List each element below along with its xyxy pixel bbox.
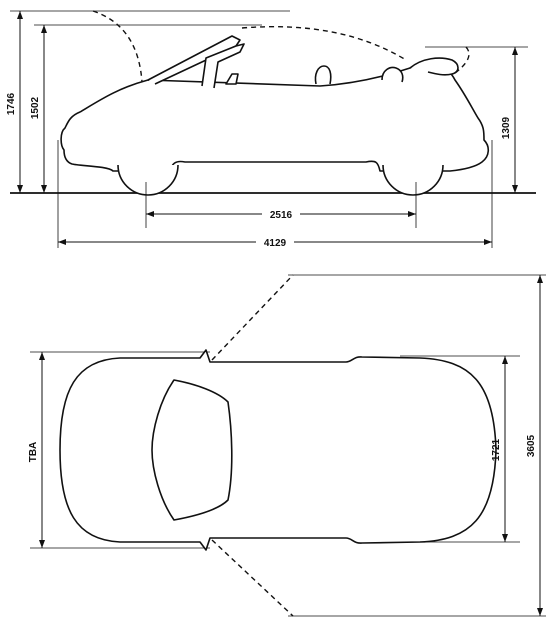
open-hood [147, 35, 241, 85]
front-wheel [117, 164, 179, 196]
dim-arrow-width-mirrors-bottom [39, 540, 45, 548]
dim-arrow-roof-height-bottom [41, 185, 47, 193]
dim-arrow-width-top [502, 356, 508, 364]
width-label: 1721 [491, 438, 502, 461]
dim-arrow-doors-open-bottom [537, 608, 543, 616]
seat-front [225, 73, 239, 85]
dim-arrow-wheelbase-left [146, 211, 154, 217]
windshield [151, 379, 233, 521]
rear-spoiler [409, 57, 459, 76]
dim-arrow-rear-height-bottom [512, 185, 518, 193]
dim-arrow-overall-height-top [17, 11, 23, 19]
side-view: 1746 1502 1309 2516 4129 [6, 10, 536, 249]
dim-arrow-overall-height-bottom [17, 185, 23, 193]
dim-arrow-doors-open-top [537, 275, 543, 283]
roof-open-arc [241, 25, 407, 61]
dim-arrow-roof-height-top [41, 25, 47, 33]
length-label-bg [256, 235, 294, 249]
dim-arrow-wheelbase-right [408, 211, 416, 217]
dim-arrow-width-bottom [502, 534, 508, 542]
dim-arrow-width-mirrors-top [39, 352, 45, 360]
door-open-line-lower [211, 539, 294, 617]
wheelbase-label-bg [262, 207, 300, 221]
rear-height-label: 1309 [501, 116, 512, 139]
dim-arrow-length-left [58, 239, 66, 245]
length-label: 4129 [264, 238, 287, 249]
trunk-open-arc [441, 46, 470, 83]
car-side-body [60, 62, 490, 172]
car-top-body [59, 349, 497, 551]
doors-open-label: 3605 [526, 434, 537, 457]
open-door [201, 43, 245, 89]
width-mirrors-label: TBA [28, 442, 39, 463]
door-open-line-upper [211, 274, 294, 361]
headrest-rear [314, 65, 332, 85]
top-view: TBA 1721 3605 [28, 274, 546, 617]
roof-height-label: 1502 [30, 96, 41, 119]
wheelbase-label: 2516 [270, 210, 293, 221]
rollbar-rear [381, 66, 404, 83]
rear-wheel [382, 164, 444, 196]
dim-arrow-length-right [484, 239, 492, 245]
hood-open-arc [92, 10, 143, 83]
dim-arrow-rear-height-top [512, 47, 518, 55]
overall-height-label: 1746 [6, 92, 17, 115]
